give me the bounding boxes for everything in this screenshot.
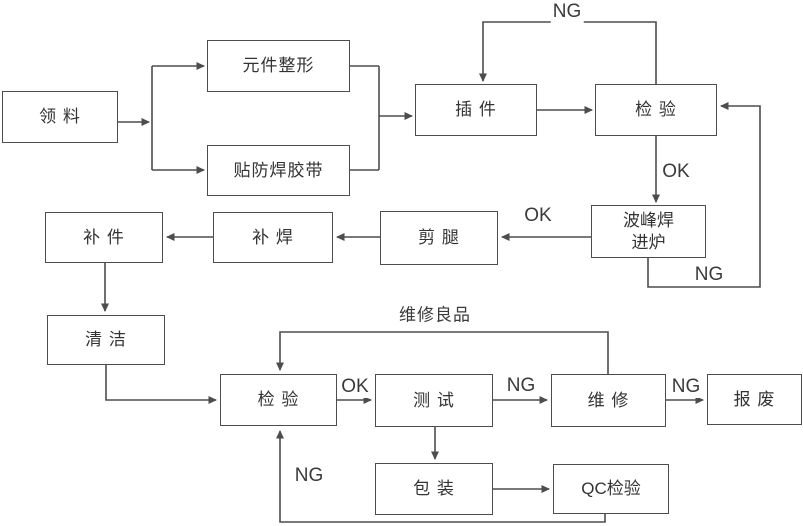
edge-label-ng-qc: NG: [292, 465, 326, 487]
edge-label-ng-repair: NG: [669, 376, 703, 398]
node-inspection-1-label: 检 验: [635, 100, 677, 120]
node-replace-parts: 补 件: [45, 212, 163, 263]
edge-label-ng-wave: NG: [692, 264, 726, 286]
node-qc-inspection-label: QC检验: [581, 479, 641, 499]
node-wave-soldering: 波峰焊 进炉: [591, 205, 706, 258]
node-insertion-label: 插 件: [455, 100, 497, 120]
edge-label-ok-inspect1: OK: [660, 161, 692, 183]
node-testing: 测 试: [375, 374, 493, 427]
node-touch-up-solder: 补 焊: [213, 212, 333, 263]
node-cleaning: 清 洁: [47, 315, 165, 365]
node-qc-inspection: QC检验: [553, 464, 669, 514]
edge-label-repaired-good: 维修良品: [397, 300, 473, 326]
edge-label-ng-top: NG: [550, 1, 584, 23]
node-solder-mask-tape: 贴防焊胶带: [207, 145, 350, 196]
node-packaging-label: 包 装: [413, 479, 455, 499]
node-scrap-label: 报 废: [733, 389, 776, 409]
edge-wave-ng-inspect1: [647, 102, 761, 288]
node-testing-label: 测 试: [413, 390, 455, 410]
node-inspection-2: 检 验: [220, 374, 337, 426]
node-wave-soldering-line1: 波峰焊: [623, 211, 674, 231]
node-inspection-1: 检 验: [595, 84, 717, 136]
node-scrap: 报 废: [707, 374, 802, 425]
node-replace-parts-label: 补 件: [83, 227, 125, 247]
node-touch-up-solder-label: 补 焊: [252, 227, 294, 247]
edge-repair-good-inspect2: [276, 331, 609, 375]
node-receive-material-label: 领 料: [39, 107, 81, 127]
edge-qc-ng-inspect2: [276, 430, 606, 523]
node-wave-soldering-line2: 进炉: [631, 232, 666, 252]
node-insertion: 插 件: [415, 84, 537, 136]
node-repair-label: 维 修: [587, 390, 630, 410]
node-repair: 维 修: [551, 374, 666, 427]
node-leg-cutting-label: 剪 腿: [418, 228, 460, 248]
edge-label-ok-wave: OK: [522, 205, 554, 227]
edge-label-ok-inspect2: OK: [339, 376, 371, 398]
node-solder-mask-tape-label: 贴防焊胶带: [233, 160, 324, 180]
node-receive-material: 领 料: [2, 91, 118, 143]
node-component-shaping-label: 元件整形: [242, 56, 315, 76]
edge-clean-inspect2: [105, 365, 217, 404]
node-cleaning-label: 清 洁: [85, 330, 127, 350]
node-inspection-2-label: 检 验: [257, 390, 300, 410]
node-component-shaping: 元件整形: [207, 40, 350, 92]
node-leg-cutting: 剪 腿: [380, 211, 498, 265]
edge-label-ng-test: NG: [504, 375, 538, 397]
node-packaging: 包 装: [375, 463, 493, 515]
edge-inspect1-ng-insert: [479, 21, 657, 84]
